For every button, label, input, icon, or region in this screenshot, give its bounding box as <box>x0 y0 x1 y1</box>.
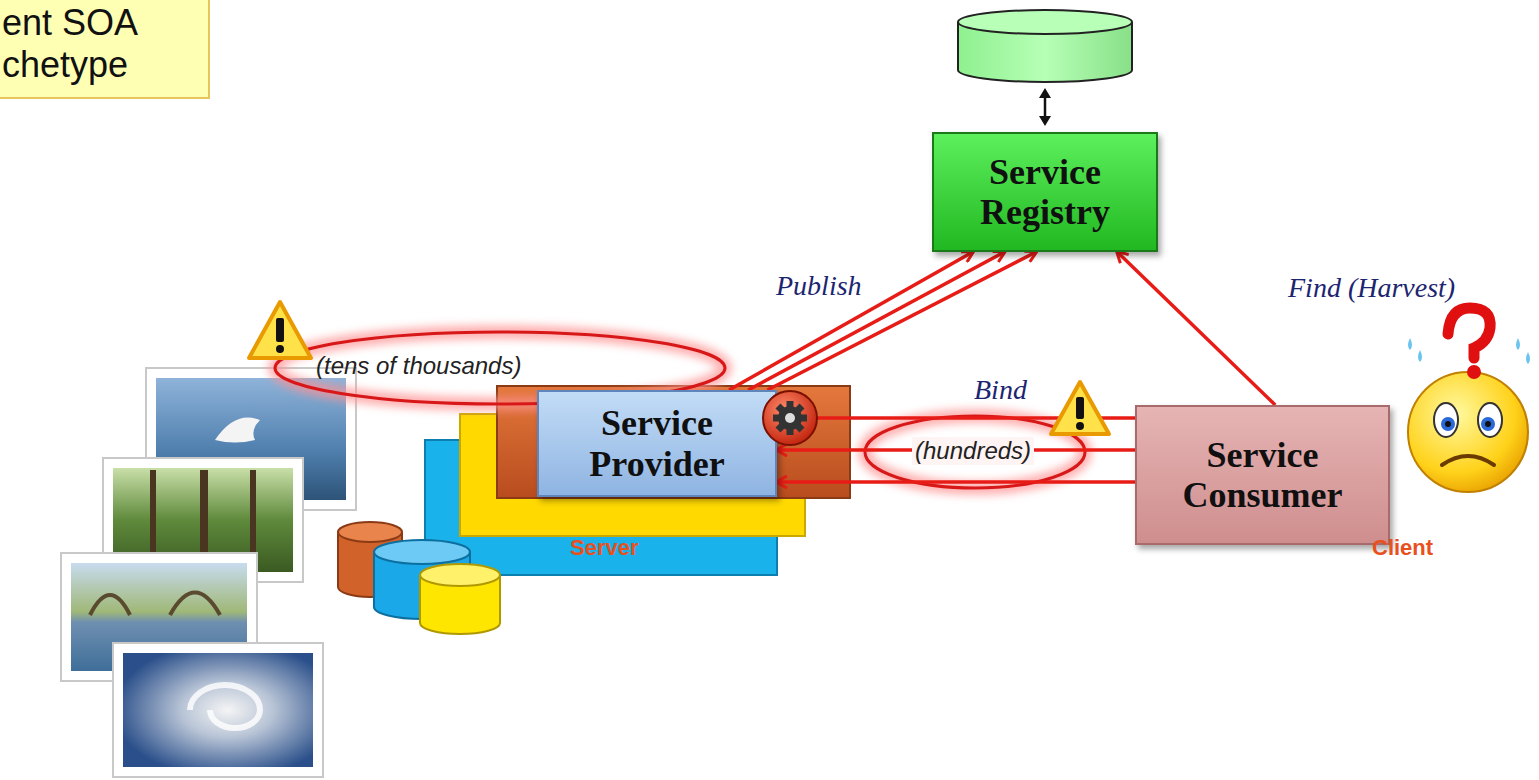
registry-database <box>958 10 1132 126</box>
role-label: Client <box>1372 535 1433 561</box>
role-label: Server <box>570 535 639 561</box>
warning-icon <box>249 302 311 358</box>
confused-face-icon <box>1408 308 1530 492</box>
connector-arrow <box>777 480 1135 484</box>
highlight-ellipses <box>275 332 1085 488</box>
warning-icon <box>1051 382 1109 434</box>
connector-arrow <box>748 252 1004 390</box>
title-text: ent SOA chetype <box>2 2 198 87</box>
registry-box: Service Registry <box>932 132 1158 252</box>
gear-icon <box>763 391 817 445</box>
title-box: ent SOA chetype <box>0 0 210 99</box>
connector-arrow <box>777 416 1135 420</box>
text-stack: Service Provider <box>551 403 763 484</box>
edge-label: Find (Harvest) <box>1288 272 1455 304</box>
consumer-box: Service Consumer <box>1135 405 1390 545</box>
text-stack: Service Consumer <box>1149 435 1376 516</box>
node-text: Service Consumer <box>1149 435 1376 516</box>
volume-note: (tens of thousands) <box>316 352 521 380</box>
text-stack: Service Registry <box>946 152 1144 233</box>
connector-arrow <box>729 252 973 390</box>
photo-stack <box>61 368 356 777</box>
provider-box: Service Provider <box>537 390 777 497</box>
connector-arrow <box>767 252 1036 390</box>
volume-note: (hundreds) <box>912 437 1034 465</box>
node-text: Service Registry <box>946 152 1144 233</box>
edge-label: Bind <box>974 374 1027 406</box>
edge-label: Publish <box>776 270 862 302</box>
node-text: Service Provider <box>551 403 763 484</box>
connector-arrow <box>1117 252 1275 405</box>
database-icons <box>338 522 500 634</box>
